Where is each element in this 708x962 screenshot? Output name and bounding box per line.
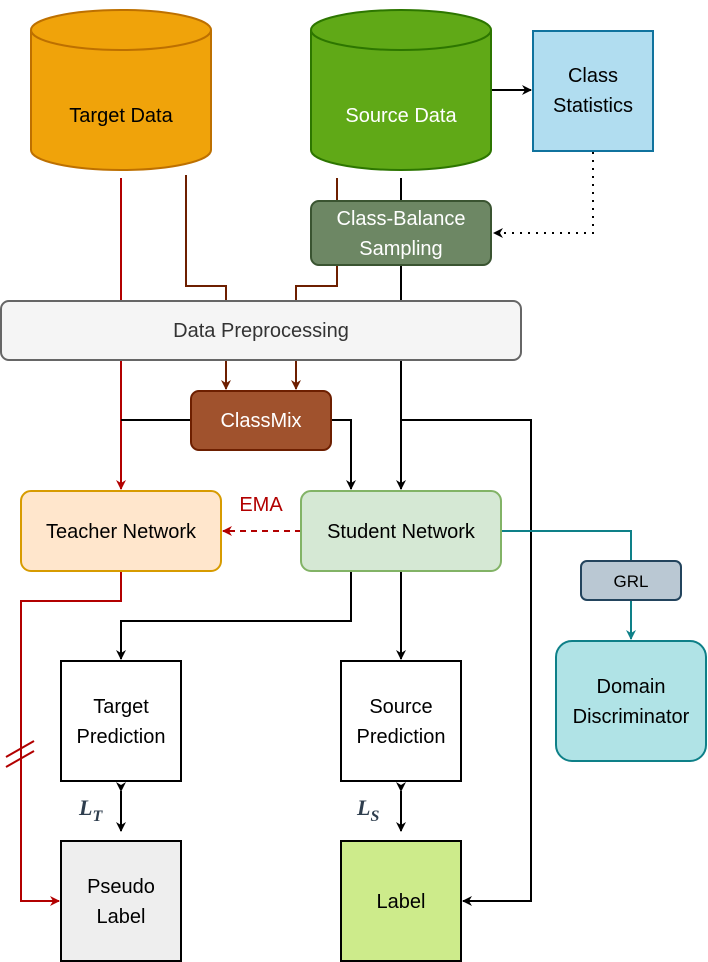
data-preprocessing-label: Data Preprocessing [173,320,349,342]
class-balance-sampling-label-line2: Sampling [359,238,442,260]
pseudo-label-node: Pseudo Label [60,840,182,962]
source-prediction-label-line1: Source [369,696,432,718]
pseudo-label-label-line2: Label [97,906,146,928]
stop-gradient-icon [5,740,35,768]
class-balance-sampling-node: Class-Balance Sampling [310,200,492,266]
teacher-network-node: Teacher Network [20,490,222,572]
source-data-node: Source Data [310,9,492,171]
edge-student-to-grl [501,530,632,561]
student-network-label: Student Network [327,521,476,543]
edge-student-to-target-prediction [116,571,352,660]
edge-statistics-to-sampling [493,152,594,238]
domain-discriminator-node: Domain Discriminator [555,640,707,762]
label-node: Label [340,840,462,962]
source-data-label: Source Data [345,105,457,127]
target-data-node: Target Data [30,9,212,171]
source-prediction-node: Source Prediction [340,660,462,782]
teacher-network-label: Teacher Network [46,521,197,543]
domain-discriminator-label-line1: Domain [597,676,666,698]
class-statistics-label-line1: Class [568,65,618,87]
edge-source-to-label [401,419,532,906]
loss-source-label: LS [356,795,379,825]
loss-target-label: LT [78,795,103,825]
target-prediction-node: Target Prediction [60,660,182,782]
class-statistics-node: Class Statistics [532,30,654,152]
domain-discriminator-label-line2: Discriminator [573,706,690,728]
loss-target-subscript: T [92,808,103,825]
source-prediction-label-line2: Prediction [357,726,446,748]
classmix-node: ClassMix [190,390,332,451]
target-data-label: Target Data [69,105,173,127]
classmix-label: ClassMix [220,410,301,432]
label-node-label: Label [377,891,426,913]
student-network-node: Student Network [300,490,502,572]
data-preprocessing-node: Data Preprocessing [0,300,522,361]
loss-source-subscript: S [370,808,379,825]
grl-label: GRL [614,572,649,591]
pseudo-label-label-line1: Pseudo [87,876,155,898]
ema-label: EMA [239,494,283,516]
edge-teacher-to-pseudo-label [20,571,122,906]
target-prediction-label-line2: Prediction [77,726,166,748]
loss-target-symbol: L [78,795,92,820]
loss-source-symbol: L [356,795,370,820]
target-prediction-label-line1: Target [93,696,149,718]
edge-classmix-to-student [331,419,356,490]
class-statistics-label-line2: Statistics [553,95,633,117]
class-balance-sampling-label-line1: Class-Balance [337,208,466,230]
grl-node: GRL [580,560,682,601]
